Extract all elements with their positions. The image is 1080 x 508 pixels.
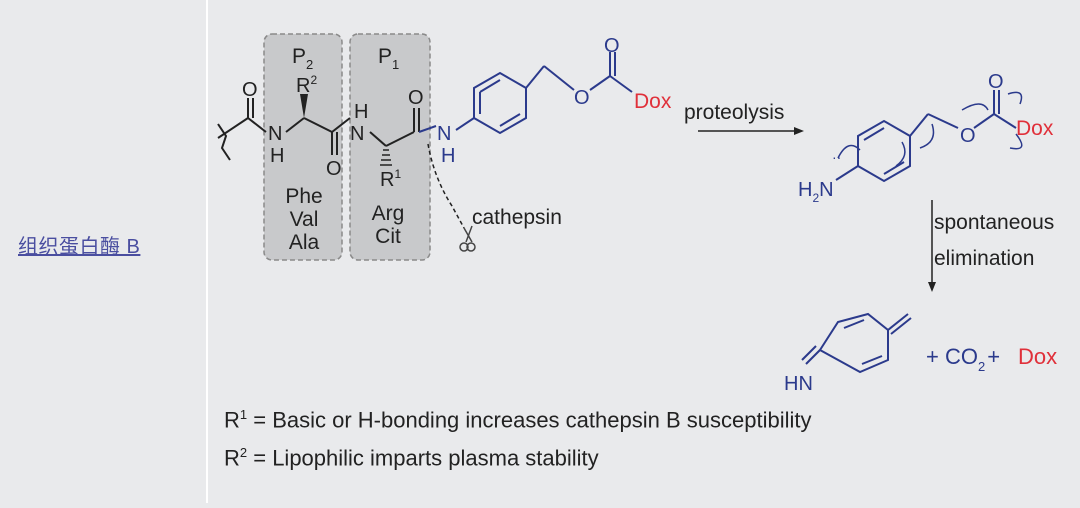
cleavage-line [427,143,465,229]
atom-n-2: N [350,123,364,145]
co2-label: + CO2+ [926,344,1000,374]
amine-label: H2N [798,179,834,205]
imine-label: HN [784,373,813,395]
p2-label: P2 [292,45,313,72]
elimination-label-2: elimination [934,247,1034,270]
linker-atom-n: N [437,123,451,145]
r1-hash-bond [380,149,392,166]
linker-atom-h: H [441,145,455,167]
dox-label-3: Dox [1018,344,1057,369]
p2-residue-1: Phe [285,185,322,208]
linker-atom-o: O [574,87,590,109]
atom-o-1: O [242,79,258,101]
intermediate-carbonyl-o: O [988,71,1004,93]
peptide-backbone [217,98,420,161]
reaction-scheme: P2 P1 [208,0,1080,503]
p1-box [349,33,431,261]
cathepsin-b-link[interactable]: 组织蛋白酶 B [18,236,141,258]
p2-box [263,33,343,261]
intermediate-structure [835,90,1017,183]
scissors-icon [459,225,476,252]
atom-n-1: N [268,123,282,145]
column-divider [206,0,208,503]
pabc-linker [418,52,633,135]
atom-h-1: H [270,145,284,167]
elimination-label-1: spontaneous [934,211,1054,234]
p1-residue-1: Arg [372,202,405,225]
atom-o-2: O [326,158,342,180]
dox-label-1: Dox [634,90,672,113]
enzyme-label: cathepsin [472,206,562,229]
linker-carbonyl-o: O [604,35,620,57]
p1-label: P1 [378,45,399,72]
electron-push-arrows [837,91,1023,167]
intermediate-atom-o: O [960,125,976,147]
table-label-cell: 组织蛋白酶 B [0,0,206,503]
quinone-methide-structure [801,312,912,374]
dox-label-2: Dox [1016,117,1054,140]
atom-h-2: H [354,101,368,123]
r1-label: R1 [380,167,401,191]
r2-label: R2 [296,73,317,97]
elimination-arrowhead [928,282,936,292]
scheme-svg: P2 P1 [217,33,1057,395]
footnote-r2: R2 = Lipophilic imparts plasma stability [224,445,599,471]
proteolysis-arrowhead [794,127,804,135]
r2-wedge-bond [300,94,308,118]
lone-pair-dots: ·· [832,149,841,165]
proteolysis-label: proteolysis [684,101,784,124]
footnote-r1: R1 = Basic or H-bonding increases cathep… [224,407,812,433]
atom-o-3: O [408,87,424,109]
p1-residue-2: Cit [375,225,401,248]
p2-residue-3: Ala [289,231,320,254]
p2-residue-2: Val [290,208,319,231]
